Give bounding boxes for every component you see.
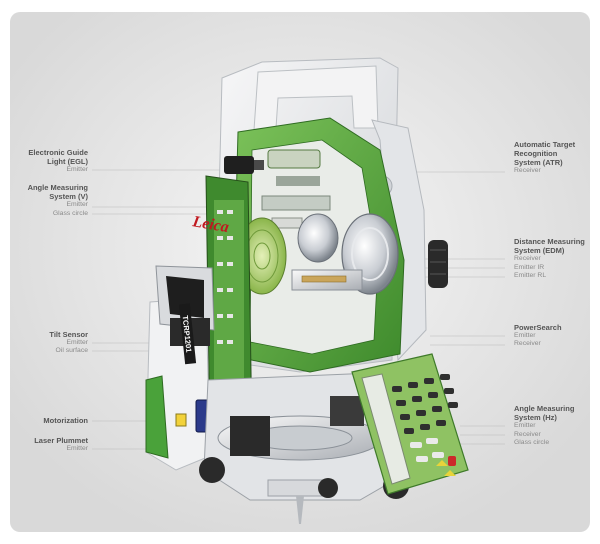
leica-logo: Leica <box>190 213 230 236</box>
callout-plummet-sub-1: Emitter <box>66 445 88 453</box>
callout-atr-sub-1: Receiver <box>514 167 541 175</box>
callout-tilt: Tilt Sensor Emitter Oil surface <box>10 330 88 356</box>
callout-tilt-sub-2: Oil surface <box>55 347 88 355</box>
callout-egl-title-1: Electronic Guide <box>28 148 88 157</box>
callout-angle-hz-sub-1: Emitter <box>514 422 536 430</box>
callout-powersearch-title-1: PowerSearch <box>514 323 562 332</box>
warning-sticker <box>175 413 187 427</box>
callout-atr: Automatic Target Recognition System (ATR… <box>514 140 596 176</box>
callout-tilt-sub-1: Emitter <box>66 339 88 347</box>
callout-plummet: Laser Plummet Emitter <box>10 436 88 453</box>
model-label: TCRP1201 <box>181 315 194 353</box>
callout-edm-sub-2: Emitter IR <box>514 263 545 271</box>
callout-edm-title-2: System (EDM) <box>514 246 565 256</box>
callout-powersearch: PowerSearch Emitter Receiver <box>514 323 596 349</box>
callout-plummet-title-1: Laser Plummet <box>34 436 88 445</box>
callout-angle-v-title-2: System (V) <box>49 192 88 202</box>
callout-egl-sub-1: Emitter <box>66 166 88 174</box>
callout-egl: Electronic Guide Light (EGL) Emitter <box>10 148 88 175</box>
left-side-board <box>205 175 253 441</box>
callout-egl-title-2: Light (EGL) <box>47 157 88 167</box>
callout-edm-sub-3: Emitter RL <box>514 271 547 279</box>
callout-powersearch-sub-2: Receiver <box>514 340 541 348</box>
keypad-panel <box>351 353 469 495</box>
callout-atr-title-3: System (ATR) <box>514 158 563 168</box>
callout-powersearch-sub-1: Emitter <box>514 332 536 340</box>
callout-angle-hz-title-2: System (Hz) <box>514 413 557 423</box>
callout-atr-title-1: Automatic Target <box>514 140 576 149</box>
callout-angle-hz-title-1: Angle Measuring <box>514 404 575 413</box>
focus-knob <box>428 240 448 288</box>
telescope-optics <box>237 213 399 295</box>
callout-angle-hz-sub-3: Glass circle <box>514 438 550 446</box>
callout-edm-sub-1: Receiver <box>514 255 541 263</box>
callout-edm-title-1: Distance Measuring <box>514 237 585 246</box>
callout-motorization: Motorization <box>10 416 88 425</box>
callout-tilt-title-1: Tilt Sensor <box>49 330 88 339</box>
callout-angle-v-sub-1: Emitter <box>66 201 88 209</box>
callout-angle-v-sub-2: Glass circle <box>52 209 88 217</box>
callout-angle-v: Angle Measuring System (V) Emitter Glass… <box>10 183 88 218</box>
base-tribrach <box>199 371 413 524</box>
callout-angle-v-title-1: Angle Measuring <box>27 183 88 192</box>
callout-motorization-title-1: Motorization <box>43 416 88 425</box>
callout-atr-title-2: Recognition <box>514 149 558 159</box>
callout-angle-hz: Angle Measuring System (Hz) Emitter Rece… <box>514 404 596 447</box>
callout-edm: Distance Measuring System (EDM) Receiver… <box>514 237 596 280</box>
model-label-plate: TCRP1201 <box>178 303 197 365</box>
egl-emitter-part <box>224 156 264 174</box>
callout-angle-hz-sub-2: Receiver <box>514 430 541 438</box>
